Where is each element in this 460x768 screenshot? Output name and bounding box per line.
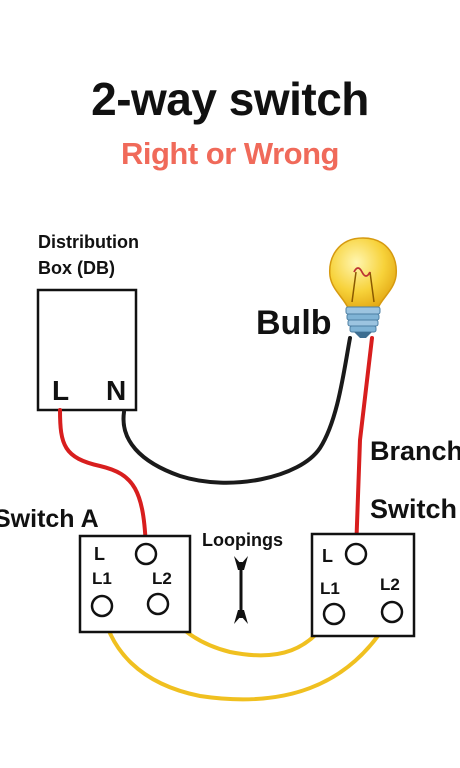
page-subtitle: Right or Wrong [121, 136, 340, 171]
switch-a-terminal-l: L [94, 544, 105, 564]
switch-right-label: Switch [370, 494, 457, 524]
switch-a-screw-l1 [90, 594, 114, 618]
switch-b-screw-l2 [380, 600, 404, 624]
neutral-wire [121, 336, 352, 485]
page-title: 2-way switch [91, 73, 369, 125]
distribution-box [36, 288, 138, 412]
bulb-icon [329, 237, 397, 338]
switch-b-screw-l1 [322, 602, 346, 626]
traveler-wire-l1 [100, 606, 394, 702]
switch-a-screw-l [134, 542, 158, 566]
bulb-label: Bulb [256, 304, 332, 342]
switch-b-screw-l [344, 542, 368, 566]
switch-b-terminal-l1: L1 [320, 579, 340, 598]
switch-a-terminal-l2: L2 [152, 569, 172, 588]
db-label-line1: Distribution [38, 232, 139, 252]
loopings-arrow-icon [234, 556, 248, 624]
switch-a-label: Switch A [0, 505, 99, 533]
switch-b-terminal-l: L [322, 546, 333, 566]
db-terminal-n: N [106, 375, 126, 406]
switch-a-terminal-l1: L1 [92, 569, 112, 588]
db-terminal-l: L [52, 375, 69, 406]
loopings-label: Loopings [202, 530, 283, 550]
switch-a-screw-l2 [146, 592, 170, 616]
db-label-line2: Box (DB) [38, 258, 115, 278]
branch-wire-switch-b-to-bulb [354, 336, 374, 554]
live-wire-db-to-switch-a [58, 408, 148, 552]
branch-label: Branch [370, 436, 460, 466]
switch-b-terminal-l2: L2 [380, 575, 400, 594]
